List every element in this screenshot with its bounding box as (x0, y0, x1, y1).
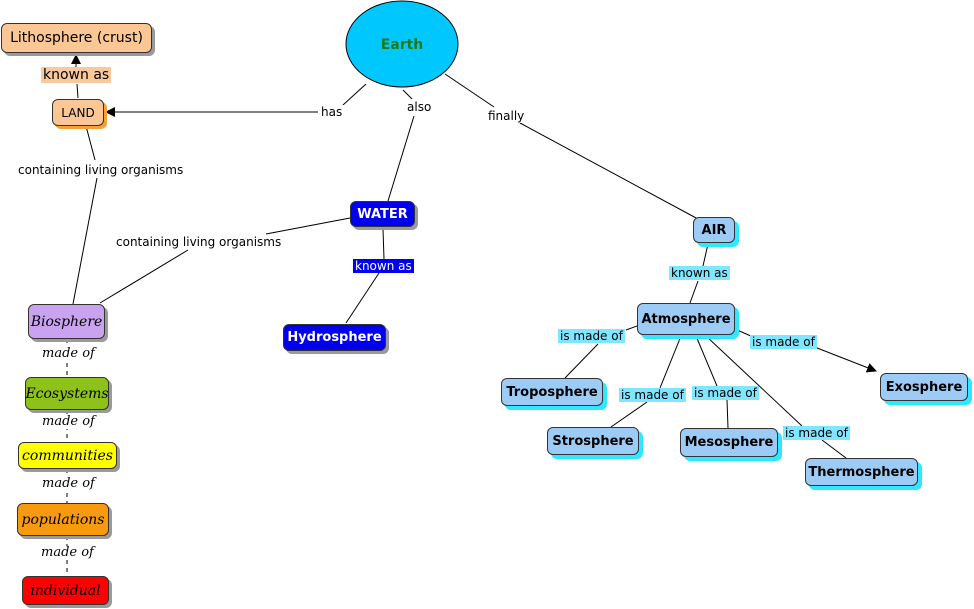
line-earth-has (342, 83, 367, 106)
link-made-of-individual: made of (39, 545, 96, 560)
line-water-containing (265, 217, 351, 235)
line-atmo-ismadeof-strato (659, 335, 682, 389)
link-finally: finally (486, 109, 527, 123)
lithosphere-node[interactable]: Lithosphere (crust) (1, 23, 152, 53)
strosphere-node[interactable]: Strosphere (547, 427, 639, 455)
line-ismadeof-thermo (821, 439, 847, 459)
link-made-of-ecosystems: made of (40, 346, 97, 361)
link-is-made-of-thermosphere: is made of (783, 426, 850, 440)
line-earth-also (402, 89, 413, 100)
line-knownas-atmo (689, 280, 699, 304)
link-containing-land: containing living organisms (16, 163, 186, 177)
line-containing-biosphere (72, 177, 98, 305)
line-water-knownas (382, 228, 385, 260)
line-also-water (387, 115, 415, 202)
individual-node[interactable]: individual (22, 576, 109, 605)
water-node[interactable]: WATER (350, 201, 415, 227)
air-node[interactable]: AIR (693, 217, 735, 243)
link-made-of-communities: made of (40, 414, 97, 429)
populations-node[interactable]: populations (17, 503, 109, 536)
troposphere-node[interactable]: Troposphere (501, 378, 603, 406)
line-knownas-hydro (345, 272, 380, 324)
link-is-made-of-strosphere: is made of (619, 388, 686, 402)
line-ismadeof-tropo (564, 343, 599, 379)
thermosphere-node[interactable]: Thermosphere (805, 458, 918, 486)
atmosphere-node[interactable]: Atmosphere (637, 303, 735, 335)
link-known-as-atmosphere: known as (669, 266, 730, 280)
line-finally-air (519, 122, 699, 220)
link-has: has (319, 105, 345, 119)
link-made-of-populations: made of (40, 476, 97, 491)
line-air-knownas (702, 243, 709, 267)
line-ismadeof-exo (811, 345, 877, 373)
line-ismadeof-meso (726, 399, 729, 429)
line-earth-finally (444, 73, 495, 108)
land-node[interactable]: LAND (52, 99, 104, 126)
link-known-as-hydrosphere: known as (353, 259, 414, 273)
link-containing-water: containing living organisms (114, 235, 284, 249)
link-is-made-of-mesosphere: is made of (692, 386, 759, 400)
earth-node-label: Earth (381, 37, 424, 53)
link-is-made-of-exosphere: is made of (750, 335, 817, 349)
line-atmo-ismadeof-tropo (625, 325, 638, 331)
line-ismadeof-strato (610, 401, 648, 428)
line-land-containing (85, 125, 96, 161)
line-atmo-ismadeof-thermo (705, 335, 803, 427)
line-atmo-ismadeof-meso (695, 335, 718, 387)
line-land-knownas (76, 83, 79, 99)
communities-node[interactable]: communities (18, 442, 117, 469)
link-also: also (405, 100, 434, 114)
exosphere-node[interactable]: Exosphere (880, 373, 968, 401)
hydrosphere-node[interactable]: Hydrosphere (283, 324, 386, 351)
link-known-as-lithosphere: known as (41, 67, 112, 83)
biosphere-node[interactable]: Biosphere (28, 304, 105, 339)
line-containing-biosphere-2 (99, 249, 189, 304)
mesosphere-node[interactable]: Mesosphere (680, 428, 778, 457)
link-is-made-of-troposphere: is made of (558, 329, 625, 343)
earth-node-shape[interactable] (345, 0, 459, 88)
ecosystems-node[interactable]: Ecosystems (25, 377, 109, 410)
